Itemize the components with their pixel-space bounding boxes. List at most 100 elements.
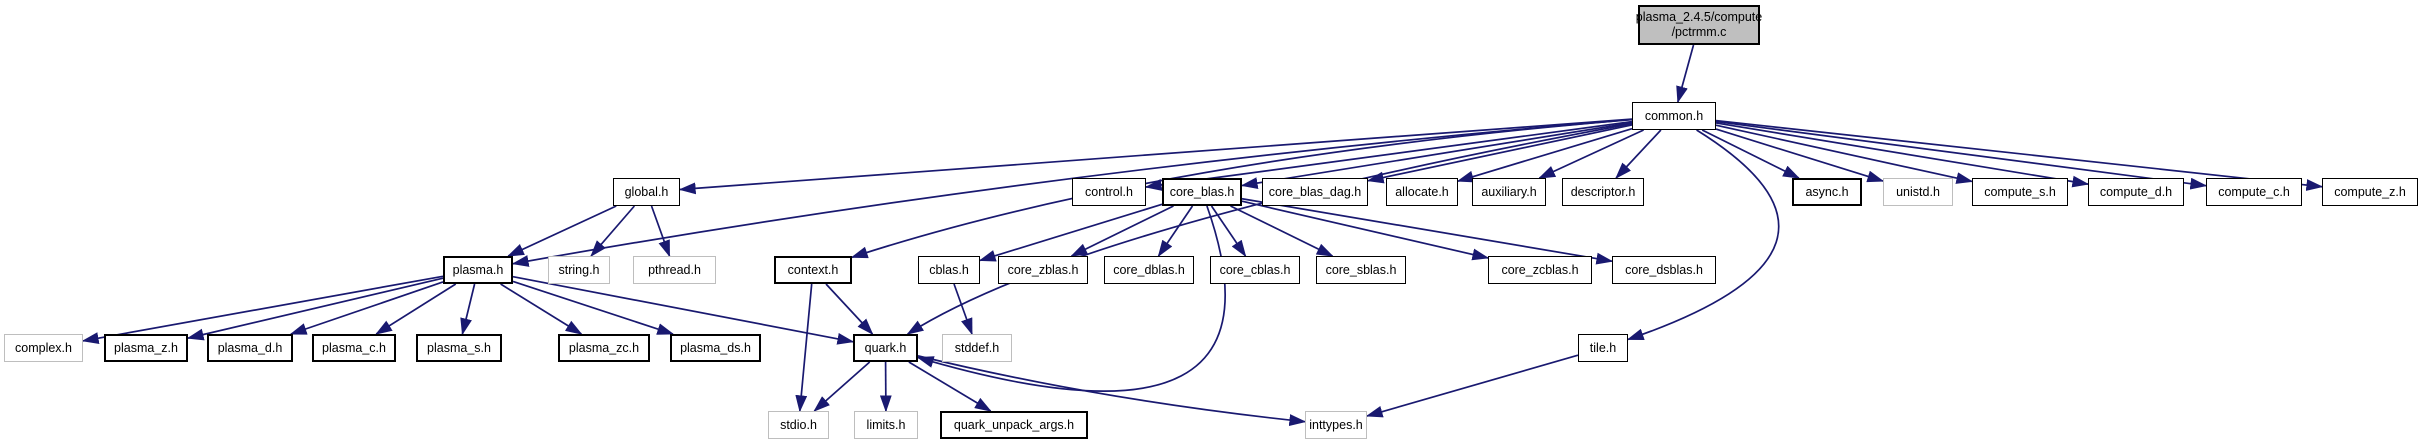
edge-common-to-context	[850, 118, 1633, 259]
node-label: global.h	[624, 184, 669, 199]
edge-plasma-to-plasma_zc	[500, 283, 583, 335]
node-label: pthread.h	[648, 262, 701, 277]
edge-plasma-to-plasma_c	[375, 283, 457, 335]
node-label: compute_d.h	[2099, 184, 2173, 199]
node-core_blas_dag[interactable]: core_blas_dag.h	[1262, 178, 1368, 206]
edge-common-to-compute_d	[1715, 122, 2090, 188]
node-core_zblas[interactable]: core_zblas.h	[998, 256, 1088, 284]
node-label: auxiliary.h	[1481, 184, 1537, 199]
node-limits: limits.h	[854, 411, 918, 439]
node-quark[interactable]: quark.h	[853, 334, 918, 362]
edge-common-to-global	[678, 118, 1633, 195]
node-quark_unpack_args[interactable]: quark_unpack_args.h	[940, 411, 1088, 439]
edge-root-to-common	[1676, 44, 1695, 104]
node-stddef: stddef.h	[942, 334, 1012, 362]
node-label: context.h	[787, 262, 839, 277]
edge-common-to-async	[1701, 129, 1801, 179]
node-tile[interactable]: tile.h	[1578, 334, 1628, 362]
node-root: plasma_2.4.5/compute /pctrmm.c	[1636, 5, 1762, 45]
node-plasma_s[interactable]: plasma_s.h	[416, 334, 502, 362]
node-control[interactable]: control.h	[1072, 178, 1146, 206]
node-compute_s[interactable]: compute_s.h	[1972, 178, 2068, 206]
edge-core_blas-to-core_zcblas	[1241, 200, 1490, 261]
node-core_cblas[interactable]: core_cblas.h	[1210, 256, 1300, 284]
node-label: common.h	[1644, 108, 1704, 123]
edge-plasma-to-quark	[512, 275, 855, 345]
node-label: plasma.h	[452, 262, 504, 277]
node-label: core_zblas.h	[1007, 262, 1079, 277]
node-label: limits.h	[866, 417, 906, 432]
node-core_blas[interactable]: core_blas.h	[1162, 178, 1242, 206]
node-label: plasma_z.h	[114, 340, 178, 355]
edge-core_blas-to-quark	[916, 205, 1226, 392]
edge-common-to-compute_s	[1715, 124, 1974, 184]
node-label: quark.h	[864, 340, 907, 355]
node-auxiliary[interactable]: auxiliary.h	[1472, 178, 1546, 206]
node-label: inttypes.h	[1309, 417, 1363, 432]
node-label: control.h	[1085, 184, 1133, 199]
edge-plasma-to-complex	[81, 275, 444, 345]
node-core_dblas[interactable]: core_dblas.h	[1104, 256, 1194, 284]
node-label: stddef.h	[954, 340, 1000, 355]
edge-plasma-to-plasma_s	[460, 283, 476, 336]
edge-common-to-tile	[1626, 129, 1780, 341]
edge-tile-to-inttypes	[1365, 354, 1579, 418]
node-descriptor[interactable]: descriptor.h	[1562, 178, 1644, 206]
node-label: compute_c.h	[2218, 184, 2290, 199]
node-plasma_zc[interactable]: plasma_zc.h	[558, 334, 650, 362]
node-core_zcblas[interactable]: core_zcblas.h	[1488, 256, 1592, 284]
edge-common-to-descriptor	[1615, 129, 1662, 179]
edge-common-to-compute_z	[1715, 119, 2324, 191]
node-cblas[interactable]: cblas.h	[918, 256, 980, 284]
edge-common-to-core_blas	[1240, 121, 1633, 189]
edge-global-to-string	[590, 205, 636, 258]
edge-global-to-plasma	[507, 205, 617, 257]
edge-common-to-allocate	[1456, 127, 1633, 183]
node-async[interactable]: async.h	[1792, 178, 1862, 206]
node-label: core_blas.h	[1169, 184, 1235, 199]
node-label: core_zcblas.h	[1501, 262, 1579, 277]
node-label: core_sblas.h	[1325, 262, 1397, 277]
node-label: unistd.h	[1896, 184, 1940, 199]
node-label: cblas.h	[929, 262, 969, 277]
node-label: quark_unpack_args.h	[953, 417, 1075, 432]
node-allocate[interactable]: allocate.h	[1386, 178, 1458, 206]
edge-plasma-to-plasma_z	[186, 277, 444, 341]
node-plasma_ds[interactable]: plasma_ds.h	[670, 334, 761, 362]
node-label: stdio.h	[780, 417, 817, 432]
node-global[interactable]: global.h	[613, 178, 680, 206]
edge-quark-to-quark_unpack_args	[908, 361, 992, 412]
node-string: string.h	[548, 256, 610, 284]
node-label: core_blas_dag.h	[1268, 184, 1362, 199]
node-plasma_c[interactable]: plasma_c.h	[312, 334, 396, 362]
edge-common-to-auxiliary	[1538, 129, 1644, 179]
edge-context-to-quark	[825, 283, 874, 335]
edge-global-to-pthread	[650, 205, 671, 258]
node-compute_c[interactable]: compute_c.h	[2206, 178, 2302, 206]
node-label: plasma_c.h	[322, 340, 386, 355]
edge-core_blas-to-core_sblas	[1230, 205, 1334, 257]
edge-core_blas-to-core_dsblas	[1241, 197, 1614, 265]
node-unistd: unistd.h	[1883, 178, 1953, 206]
node-plasma[interactable]: plasma.h	[443, 256, 513, 284]
node-core_dsblas[interactable]: core_dsblas.h	[1612, 256, 1716, 284]
node-inttypes: inttypes.h	[1305, 411, 1367, 439]
edge-common-to-core_blas_dag	[1366, 124, 1633, 184]
edge-core_blas-to-core_cblas	[1210, 205, 1247, 258]
node-label: plasma_2.4.5/compute /pctrmm.c	[1635, 10, 1763, 39]
node-core_sblas[interactable]: core_sblas.h	[1316, 256, 1406, 284]
node-label: compute_z.h	[2334, 184, 2406, 199]
edge-plasma-to-plasma_d	[289, 281, 444, 335]
edge-quark-to-stdio	[813, 361, 871, 412]
node-context[interactable]: context.h	[774, 256, 852, 284]
node-label: compute_s.h	[1984, 184, 2056, 199]
node-compute_z[interactable]: compute_z.h	[2322, 178, 2418, 206]
node-plasma_d[interactable]: plasma_d.h	[207, 334, 293, 362]
node-compute_d[interactable]: compute_d.h	[2088, 178, 2184, 206]
node-common[interactable]: common.h	[1632, 102, 1716, 130]
edge-common-to-unistd	[1715, 128, 1885, 183]
edge-common-to-plasma	[511, 118, 1633, 267]
node-plasma_z[interactable]: plasma_z.h	[104, 334, 188, 362]
